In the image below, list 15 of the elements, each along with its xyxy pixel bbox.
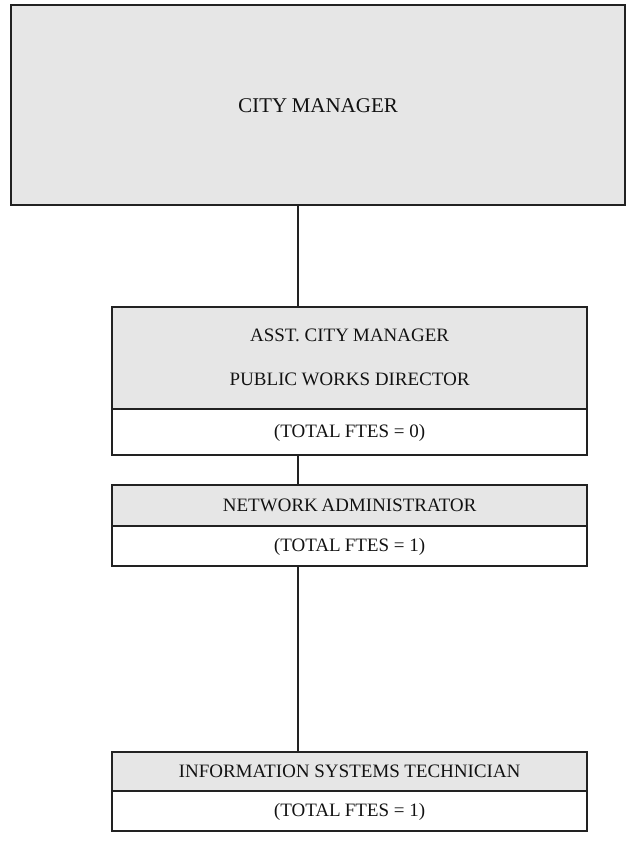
connector-line bbox=[297, 456, 299, 484]
position-title: ASST. CITY MANAGER bbox=[250, 325, 449, 347]
position-title: PUBLIC WORKS DIRECTOR bbox=[230, 369, 470, 391]
org-box bbox=[111, 751, 588, 832]
fte-count: (TOTAL FTES = 1) bbox=[274, 535, 426, 557]
org-box bbox=[111, 484, 588, 567]
position-title: NETWORK ADMINISTRATOR bbox=[222, 494, 476, 516]
fte-count: (TOTAL FTES = 0) bbox=[274, 421, 426, 443]
org-box bbox=[10, 4, 626, 206]
org-box bbox=[111, 306, 588, 456]
connector-line bbox=[297, 206, 299, 306]
connector-line bbox=[297, 567, 299, 751]
position-title: CITY MANAGER bbox=[238, 92, 398, 118]
position-title: INFORMATION SYSTEMS TECHNICIAN bbox=[178, 760, 520, 782]
fte-count: (TOTAL FTES = 1) bbox=[274, 800, 426, 822]
